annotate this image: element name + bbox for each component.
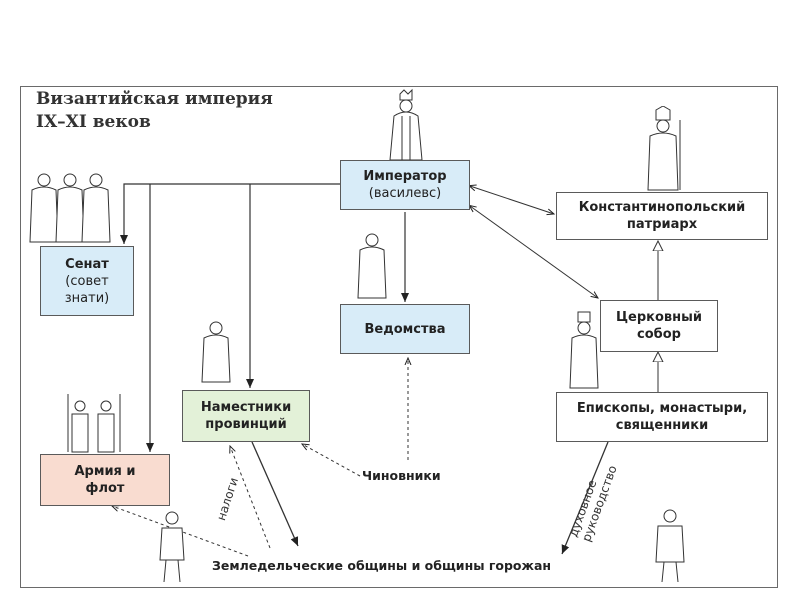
emperor-to-senate-line (120, 183, 340, 244)
emperor-subtitle: (василевс) (368, 186, 442, 201)
army-box: Армия и флот (40, 454, 170, 506)
title-line-2: IX–XI веков (36, 112, 151, 132)
patriarch-line-1: Константинопольский (578, 200, 746, 215)
peasant-figure-icon (159, 511, 185, 583)
bishops-line-1: Епископы, монастыри, (576, 401, 748, 416)
governors-box: Наместники провинций (182, 390, 310, 442)
title-line-1: Византийская империя (36, 89, 273, 109)
patriarch-line-2: патриарх (626, 217, 698, 232)
bishops-line-2: священники (615, 418, 709, 433)
taxes-line (230, 446, 271, 549)
senators-figure-icon (29, 173, 111, 243)
soldiers-figure-icon (67, 394, 121, 453)
emperor-council-link (470, 206, 598, 298)
communities-label: Земледельческие общины и общины горожан (212, 558, 552, 573)
emperor-box: Император (василевс) (340, 160, 470, 210)
townsman-figure-icon (655, 509, 685, 583)
emperor-figure-icon (389, 88, 423, 161)
senate-title: Сенат (65, 256, 109, 272)
governors-line-2: провинций (205, 417, 287, 432)
emperor-patriarch-link (470, 186, 554, 214)
officials-label: Чиновники (362, 468, 441, 483)
vedomstva-title: Ведомства (364, 321, 446, 337)
official-figure-icon (357, 233, 387, 299)
clergy-figure-icon (569, 311, 599, 389)
army-line-2: флот (85, 481, 125, 496)
bishops-box: Епископы, монастыри, священники (556, 392, 768, 442)
church-council-line-1: Церковный (615, 310, 702, 325)
church-council-box: Церковный собор (600, 300, 718, 352)
church-council-line-2: собор (637, 327, 681, 342)
emperor-title: Император (363, 169, 447, 184)
patriarch-box: Константинопольский патриарх (556, 192, 768, 240)
patriarch-figure-icon (647, 106, 681, 191)
senate-box: Сенат (совет знати) (40, 246, 134, 316)
senate-line-3: знати) (64, 290, 110, 306)
officials-to-governors-line (302, 444, 361, 477)
army-line-1: Армия и (74, 464, 136, 479)
vedomstva-box: Ведомства (340, 304, 470, 354)
diagram-title: Византийская империя IX–XI веков (36, 88, 273, 134)
governors-line-1: Наместники (200, 400, 292, 415)
governor-figure-icon (201, 321, 231, 383)
governors-to-communities-line (251, 441, 299, 547)
spiritual-guidance-line (561, 441, 609, 555)
senate-line-2: (совет (65, 273, 109, 289)
